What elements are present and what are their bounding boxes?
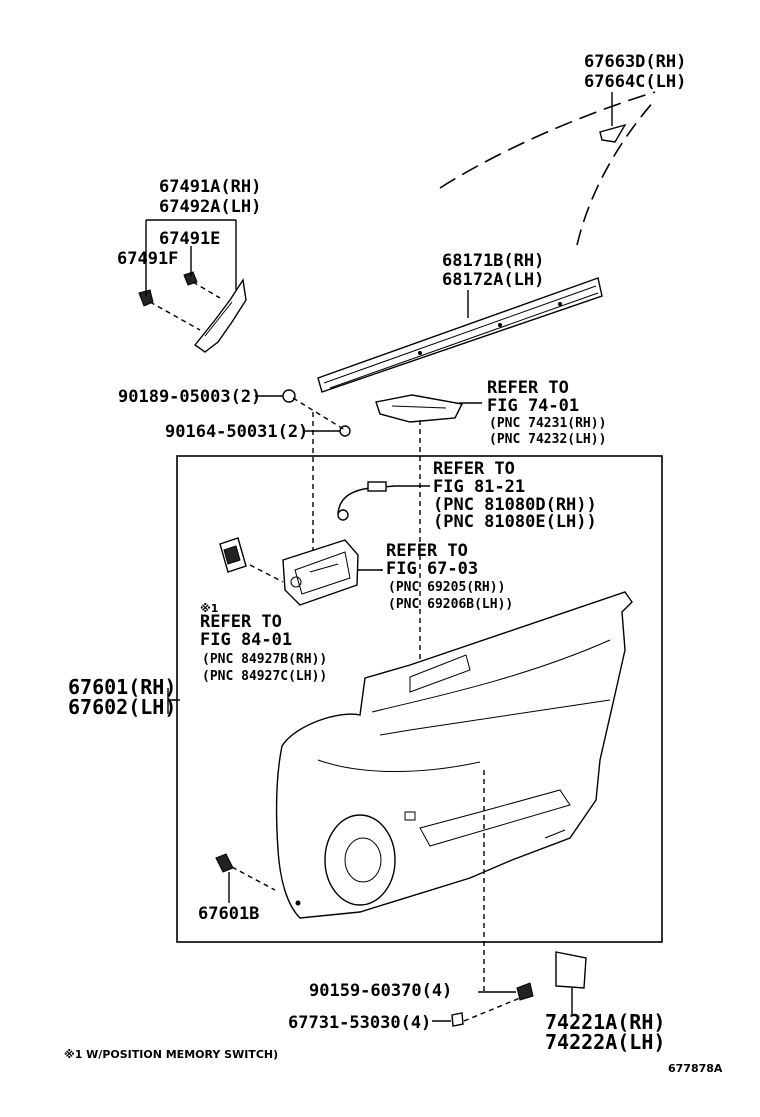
- assembly-frame: [176, 455, 663, 943]
- label-90164: 90164-50031(2): [165, 422, 308, 442]
- window-frame-moulding: [439, 91, 656, 246]
- ref-6703-line3: (PNC 69205(RH)): [388, 580, 505, 595]
- label-74222a: 74222A(LH): [545, 1030, 665, 1054]
- ref-8401-line2: FIG 84-01: [200, 630, 292, 650]
- label-67664c: 67664C(LH): [584, 72, 686, 92]
- ref-6703-line2: FIG 67-03: [386, 559, 478, 579]
- label-68171b: 68171B(RH): [442, 251, 544, 271]
- window-switch-part: [219, 537, 247, 573]
- door-trim-panel: [275, 591, 633, 919]
- ref-7401-line1: REFER TO: [487, 378, 569, 398]
- reference-fig-81-21[interactable]: REFER TO FIG 81-21 (PNC 81080D(RH)) (PNC…: [433, 459, 597, 532]
- switch-bezel-part: [375, 394, 464, 730]
- reference-fig-67-03[interactable]: REFER TO FIG 67-03 (PNC 69205(RH)) (PNC …: [386, 541, 513, 612]
- wire-harness: [337, 481, 430, 521]
- illustration-id: 677878A: [668, 1062, 723, 1075]
- label-68172a: 68172A(LH): [442, 270, 544, 290]
- ref-7401-line2: FIG 74-01: [487, 396, 579, 416]
- label-67492a: 67492A(LH): [159, 197, 261, 217]
- ref-8401-line4: (PNC 84927C(LH)): [202, 669, 327, 684]
- courtesy-reflector: [555, 951, 587, 1014]
- label-67602: 67602(LH): [68, 695, 176, 719]
- ref-8121-line1: REFER TO: [433, 459, 515, 479]
- label-74221a: 74221A(RH): [545, 1010, 665, 1034]
- reference-fig-74-01[interactable]: REFER TO FIG 74-01 (PNC 74231(RH)) (PNC …: [487, 378, 606, 447]
- label-67491f: 67491F: [117, 249, 178, 269]
- ref-8121-line2: FIG 81-21: [433, 477, 525, 497]
- reference-fig-84-01[interactable]: ※1 REFER TO FIG 84-01 (PNC 84927B(RH)) (…: [200, 602, 327, 684]
- label-90189: 90189-05003(2): [118, 387, 261, 407]
- ref-8401-line1: REFER TO: [200, 612, 282, 632]
- ref-7401-line4: (PNC 74232(LH)): [489, 432, 606, 447]
- label-67731: 67731-53030(4): [288, 1013, 431, 1033]
- ref-8401-mark: ※1: [200, 602, 218, 615]
- label-67491e: 67491E: [159, 229, 220, 249]
- inner-garnish-cover: [138, 271, 247, 353]
- footnote: ※1 W/POSITION MEMORY SWITCH): [64, 1048, 278, 1061]
- label-90159: 90159-60370(4): [309, 981, 452, 1001]
- label-67663d: 67663D(RH): [584, 52, 686, 72]
- leader-lines: [145, 92, 613, 714]
- trim-clip: [215, 853, 276, 903]
- ref-8401-line3: (PNC 84927B(RH)): [202, 652, 327, 667]
- ref-8121-line4: (PNC 81080E(LH)): [433, 512, 597, 532]
- label-67491a: 67491A(RH): [159, 177, 261, 197]
- ref-8121-line3: (PNC 81080D(RH)): [433, 495, 597, 515]
- ref-6703-line4: (PNC 69206B(LH)): [388, 597, 513, 612]
- inside-handle-assembly: [249, 539, 382, 606]
- label-67601: 67601(RH): [68, 675, 176, 699]
- belt-moulding: [317, 277, 603, 393]
- label-67601b: 67601B: [198, 904, 259, 924]
- fasteners-upper: [282, 389, 351, 560]
- ref-7401-line3: (PNC 74231(RH)): [489, 416, 606, 431]
- fasteners-lower: [432, 770, 534, 1027]
- ref-6703-line1: REFER TO: [386, 541, 468, 561]
